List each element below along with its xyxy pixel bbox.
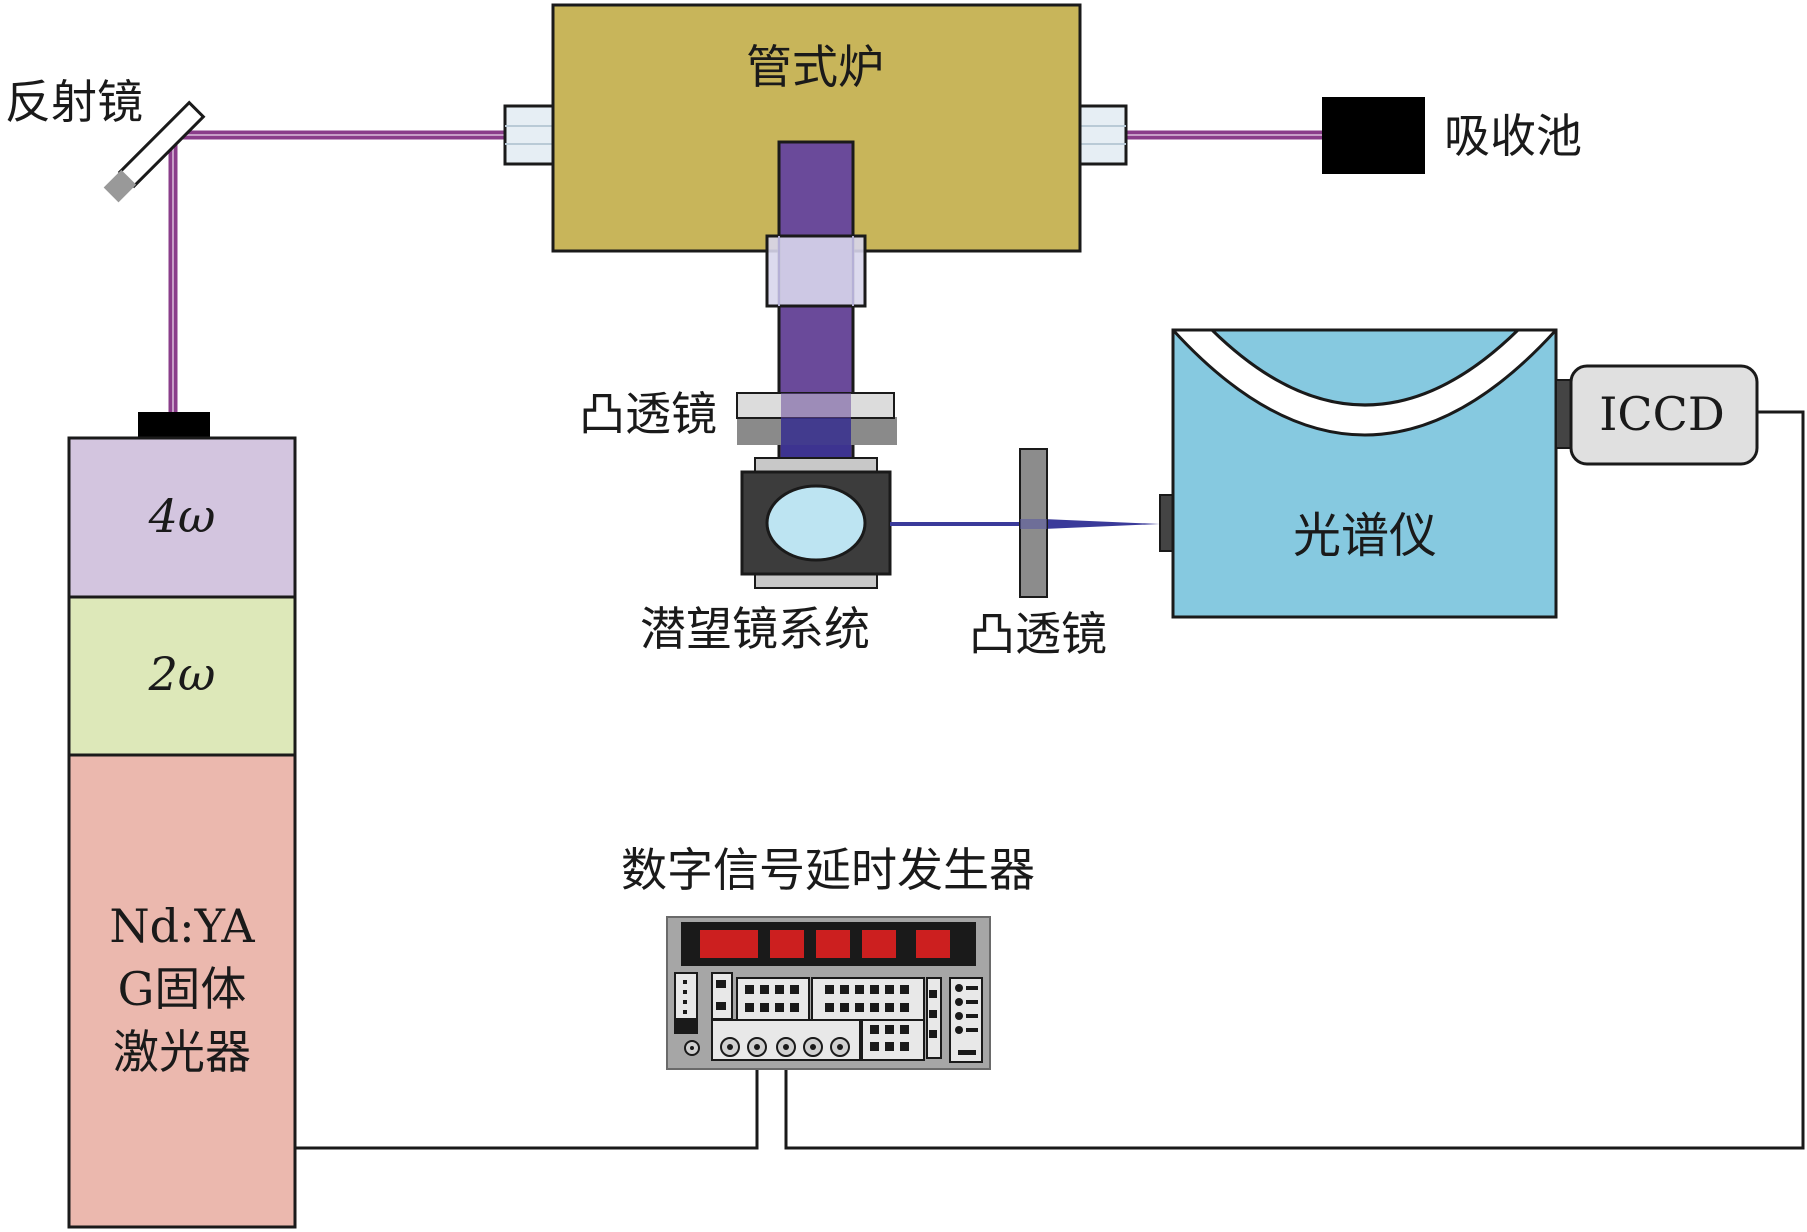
focused-beam <box>1020 518 1160 530</box>
display-digit-1 <box>700 930 758 958</box>
iccd-body <box>1569 364 1759 466</box>
digital-delay-generator <box>666 916 991 1070</box>
spectrometer-frame <box>1171 328 1558 619</box>
absorber-label: 吸收池 <box>1444 109 1582 163</box>
laser-name-line3: 激光器 <box>113 1025 251 1079</box>
spectrometer-dome-inner <box>1208 328 1522 407</box>
delay-keypad-keys <box>676 980 978 1055</box>
lens-bottom-beam <box>1020 519 1047 529</box>
spectrometer: 光谱仪 <box>1159 328 1558 619</box>
lens-bottom-label: 凸透镜 <box>969 607 1107 661</box>
mirror <box>103 100 206 203</box>
laser-4w-label: 4ω <box>148 489 216 543</box>
laser-4w-module <box>67 436 297 599</box>
laser-output-port <box>138 412 210 439</box>
wire-delay-to-iccd <box>784 410 1805 1150</box>
display-digit-2 <box>770 930 804 958</box>
periscope-label: 潜望镜系统 <box>640 602 870 656</box>
display-digit-5 <box>916 930 950 958</box>
delay-generator-label: 数字信号延时发生器 <box>621 843 1035 897</box>
iccd-coupler <box>1555 379 1572 449</box>
ndyag-laser: 4ω 2ω Nd:YA G固体 激光器 <box>67 412 297 1229</box>
furnace-left-port <box>503 104 559 166</box>
iccd-label: ICCD <box>1599 387 1724 441</box>
spectrometer-label: 光谱仪 <box>1293 508 1437 564</box>
mirror-holder <box>103 169 137 203</box>
display-digit-3 <box>816 930 850 958</box>
lens-top-beam-below <box>781 418 851 460</box>
mirror-label: 反射镜 <box>5 75 143 129</box>
lens-top-label: 凸透镜 <box>579 387 717 441</box>
furnace-right-port <box>1076 104 1128 166</box>
iccd-camera: ICCD <box>1555 364 1759 466</box>
laser-body <box>67 753 297 1229</box>
laser-2w-module <box>67 595 297 757</box>
periscope-lens <box>765 484 867 562</box>
signal-beam <box>890 518 1160 530</box>
periscope-system <box>740 457 892 589</box>
wire-laser-to-delay <box>296 1058 759 1150</box>
laser-name-line2: G固体 <box>118 962 247 1016</box>
spectrometer-dome-rim <box>1171 328 1558 437</box>
laser-name-line1: Nd:YA <box>109 899 255 953</box>
absorber <box>1322 97 1425 174</box>
furnace-bottom-window <box>765 234 867 308</box>
display-digit-4 <box>862 930 896 958</box>
signal-wires <box>296 410 1805 1150</box>
laser-2w-label: 2ω <box>148 647 216 701</box>
furnace-label: 管式炉 <box>746 40 884 94</box>
convex-lens-top <box>736 392 897 460</box>
